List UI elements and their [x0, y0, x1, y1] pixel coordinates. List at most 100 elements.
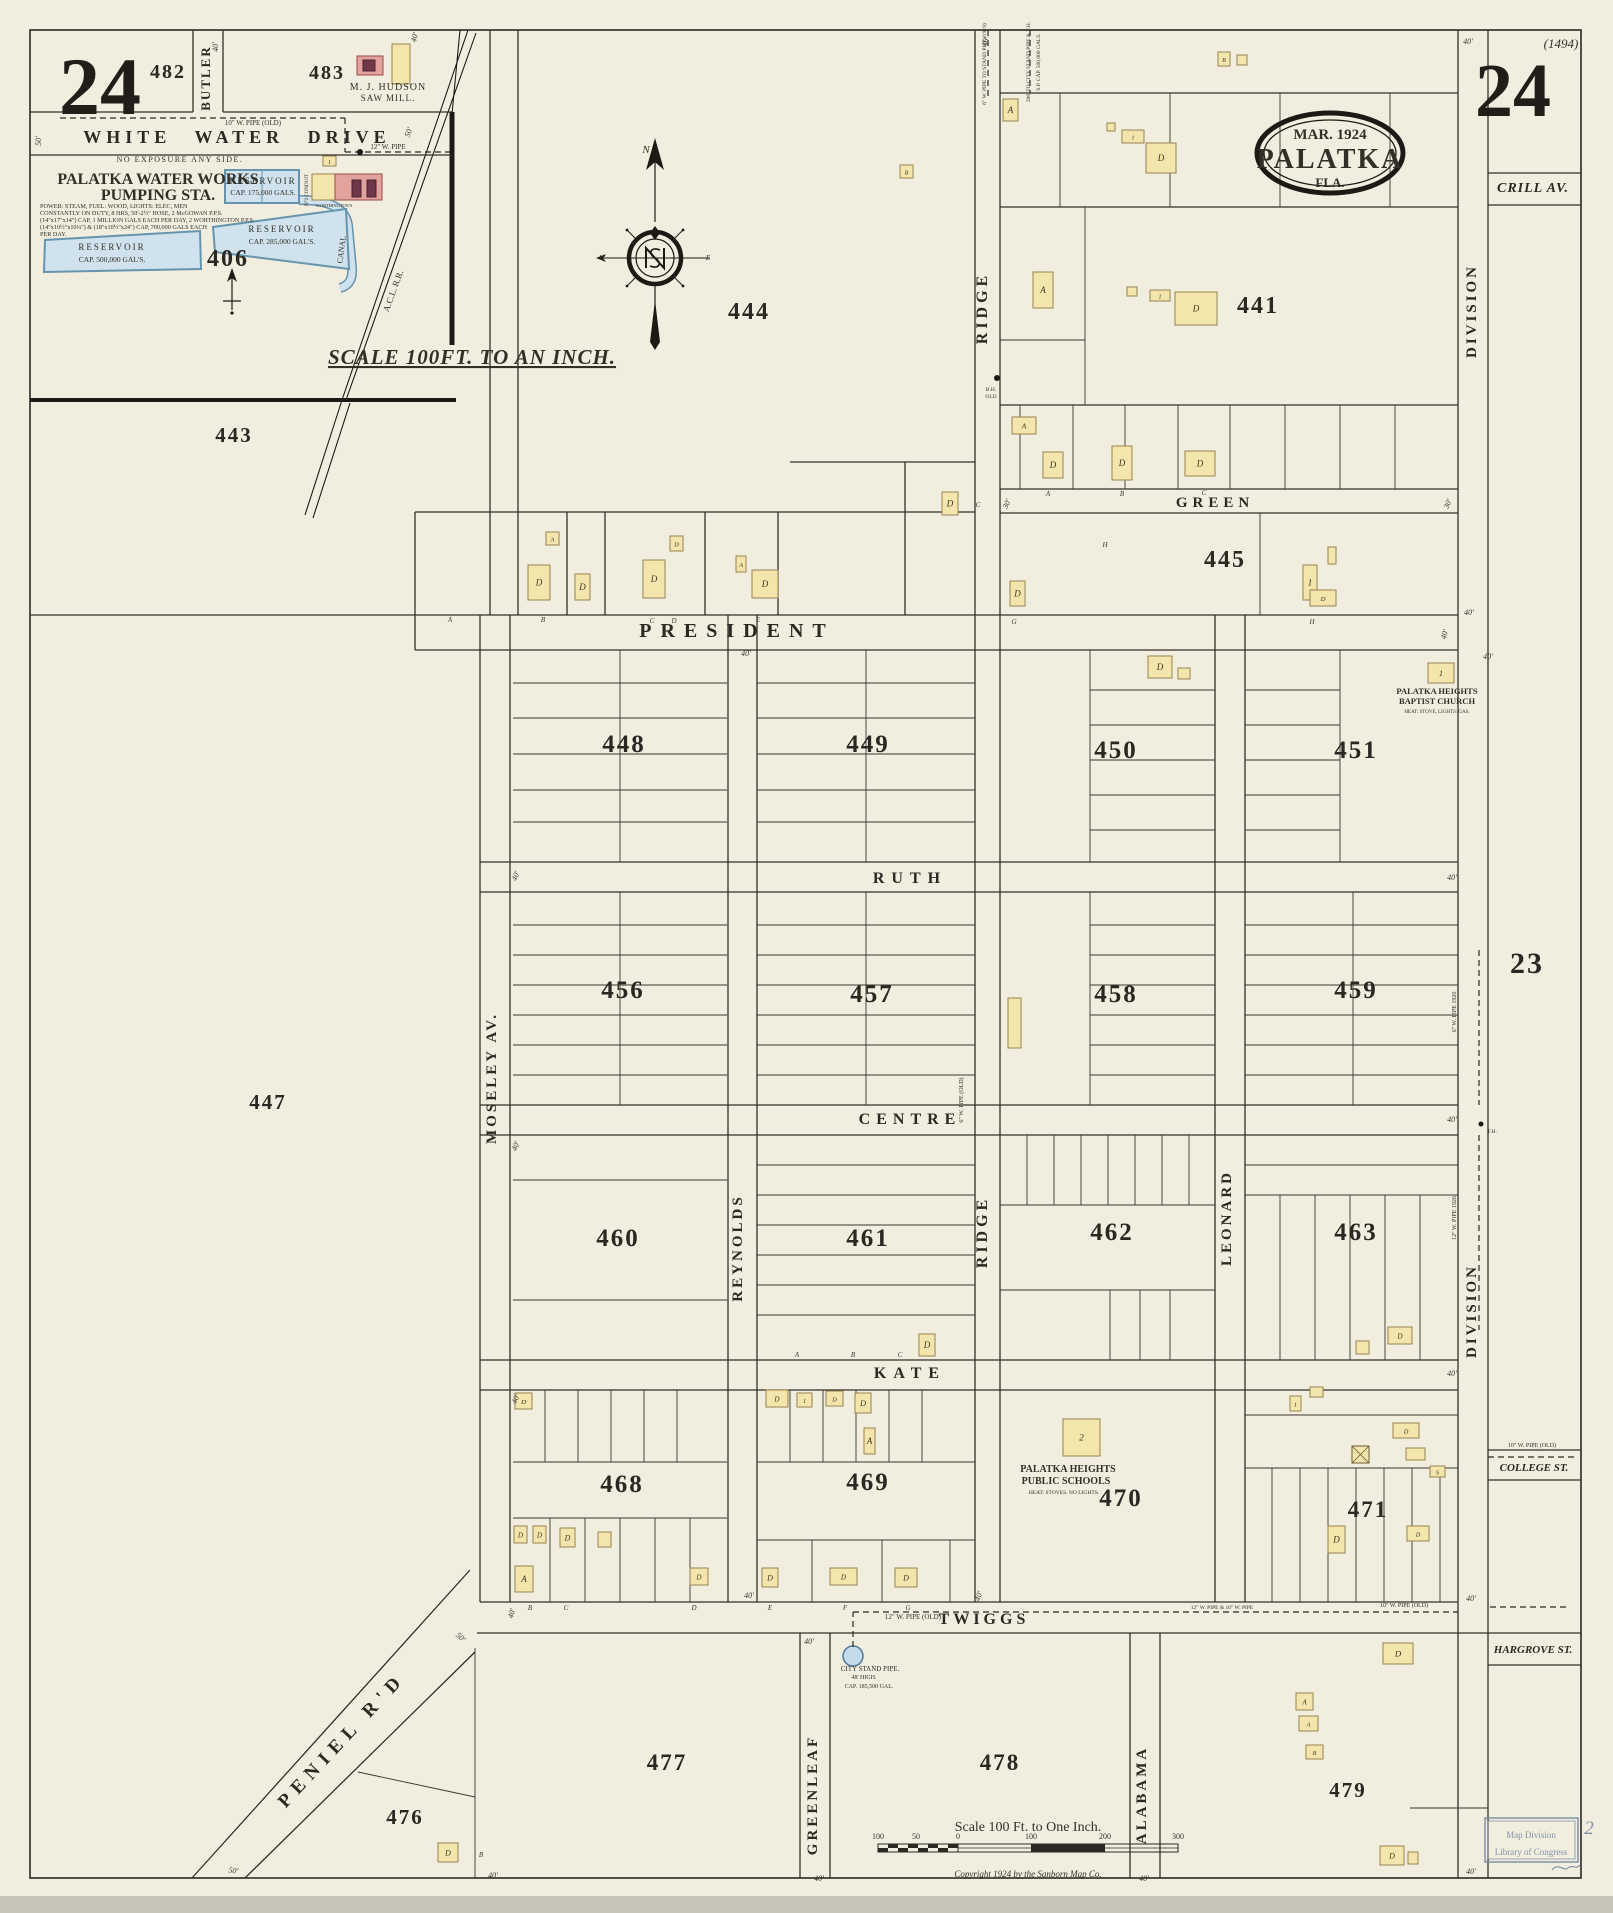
- building: D: [765, 1389, 789, 1408]
- building-label: B: [1222, 58, 1226, 64]
- building-label: B: [905, 171, 909, 177]
- building: A: [1032, 271, 1054, 309]
- dimension-label: 40': [1483, 652, 1493, 661]
- title-oval-text: MAR. 1924: [1293, 127, 1367, 143]
- map-note: M. J. HUDSON: [350, 82, 426, 93]
- lot-letter: D: [670, 617, 676, 625]
- dimension-label: 50': [403, 126, 415, 138]
- map-note: CAP. 500,000 GAL'S.: [79, 255, 146, 264]
- map-note: CITY STAND PIPE.: [841, 1665, 900, 1673]
- dimension-label: 40': [1463, 37, 1473, 46]
- scale-bar-segment: [908, 1848, 918, 1852]
- block-number: 477: [647, 1750, 688, 1775]
- reservoir-285000: [211, 207, 351, 271]
- stamp-line: Map Division: [1506, 1830, 1556, 1840]
- dimension-label: 40': [744, 1591, 754, 1600]
- map-note: 12" W. PIPE: [370, 143, 405, 151]
- lot-letter: E: [767, 1604, 773, 1612]
- scale-bar-title: Scale 100 Ft. to One Inch.: [955, 1820, 1102, 1835]
- building-label: D: [1415, 1532, 1421, 1539]
- dimension-label: 50': [34, 136, 43, 146]
- map-note: CONSTANTLY ON DUTY, 8 HRS, 50'-2½" HOSE,…: [40, 210, 223, 217]
- lot-letter: C: [650, 617, 655, 625]
- north-arrow-406: [223, 268, 241, 315]
- building: D: [894, 1567, 918, 1588]
- block-number: 451: [1334, 737, 1378, 764]
- building: D: [527, 564, 551, 601]
- map-note: HEAT: STOVE, LIGHTS: GAS.: [1404, 710, 1469, 715]
- dimension-label: 40': [1139, 1874, 1149, 1883]
- street-label: GREEN: [1176, 495, 1254, 511]
- scale-bar-segment: [948, 1848, 958, 1852]
- lot-letter: G: [1011, 618, 1016, 626]
- map-note: 6" W. PIPE (OLD): [958, 1077, 965, 1122]
- building: D: [1145, 142, 1177, 174]
- scale-bar-segment: [938, 1848, 948, 1852]
- map-note: 6" W. PIPE 1926: [1452, 992, 1458, 1033]
- building: [1007, 997, 1022, 1049]
- scale-bar-tick: 300: [1172, 1832, 1184, 1841]
- building-label: A: [1039, 285, 1046, 295]
- building: [1126, 286, 1138, 297]
- building: B: [1217, 51, 1231, 67]
- building: [366, 179, 377, 198]
- street-label: KATE: [874, 1365, 946, 1382]
- reservoir-500000: [42, 229, 203, 274]
- building-label: A: [520, 1574, 527, 1584]
- building: D: [1184, 450, 1216, 477]
- map-note: 12" W. PIPE (OLD): [885, 1613, 942, 1621]
- building: D: [1387, 1326, 1413, 1345]
- stamp-scribble: [1551, 1864, 1581, 1871]
- street-lines: [30, 30, 1581, 1878]
- map-note: RESERVOIR: [78, 242, 145, 252]
- building-label: D: [1394, 1649, 1402, 1659]
- hydrant-dots: [357, 149, 1484, 1127]
- building: D: [854, 1392, 872, 1414]
- block-number: 457: [850, 981, 894, 1008]
- map-note: B.H.: [986, 387, 997, 393]
- dimension-label: 40': [510, 870, 522, 883]
- block-number: 406: [207, 246, 249, 272]
- lot-letter: H: [1101, 541, 1108, 549]
- text-layer: WHITE WATER DRIVEBUTLERPRESIDENTRUTHCENT…: [34, 21, 1594, 1883]
- dimension-label: 40': [1447, 873, 1457, 882]
- building: [1405, 1447, 1426, 1461]
- dimension-label: 40': [814, 1874, 824, 1883]
- building: D: [1406, 1525, 1430, 1542]
- building-label: D: [650, 574, 658, 584]
- map-note: RESERVOIR: [229, 176, 296, 186]
- building: D: [1174, 291, 1218, 326]
- building-label: D: [1013, 589, 1021, 599]
- building-label: D: [578, 582, 586, 592]
- street-label: PRESIDENT: [639, 620, 834, 642]
- lot-letter: B: [851, 1351, 856, 1359]
- block-number: 444: [728, 299, 770, 325]
- building-label: D: [564, 1534, 571, 1543]
- block-number: 448: [602, 731, 646, 758]
- building: D: [514, 1392, 533, 1410]
- building-label: D: [859, 1399, 866, 1408]
- building: D: [1009, 580, 1026, 607]
- building-label: 1: [1132, 136, 1135, 142]
- block-number: 478: [980, 1750, 1021, 1775]
- building: D: [1382, 1642, 1414, 1665]
- street-label: DIVISION: [1464, 1264, 1480, 1358]
- building-label: 1: [1308, 578, 1313, 588]
- building: A: [863, 1427, 876, 1455]
- building-label: D: [444, 1849, 451, 1858]
- block-number: 459: [1334, 977, 1378, 1004]
- building-label: A: [1306, 1722, 1311, 1729]
- compass-e-label: E: [705, 254, 711, 262]
- building: D: [1392, 1422, 1420, 1439]
- block-number: 450: [1094, 737, 1138, 764]
- map-note: WORTHINGTON'S: [316, 203, 353, 208]
- building-label: D: [831, 1397, 837, 1404]
- dimension-label: 40': [510, 1140, 522, 1153]
- building-label: D: [1156, 662, 1164, 672]
- dimension-label: 40': [1466, 1594, 1476, 1603]
- building-label: D: [840, 1574, 847, 1582]
- block-number: 441: [1237, 293, 1279, 319]
- dimension-label: 30': [1441, 497, 1454, 511]
- street-label: MOSELEY AV.: [484, 1012, 500, 1144]
- building: [1407, 1851, 1419, 1865]
